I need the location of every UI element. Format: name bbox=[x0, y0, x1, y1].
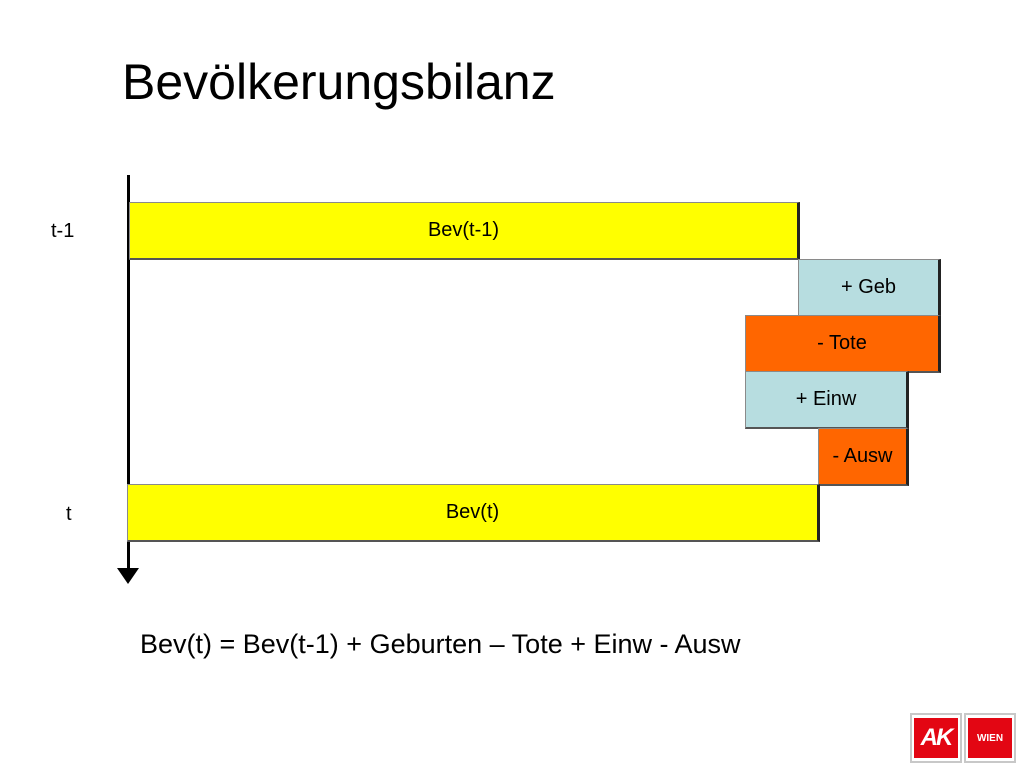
time-axis-line bbox=[127, 175, 130, 570]
time-axis-arrow-icon bbox=[117, 568, 139, 584]
population-current-label: Bev(t) bbox=[445, 501, 500, 523]
emigration-box: - Ausw bbox=[818, 428, 909, 486]
population-balance-formula: Bev(t) = Bev(t-1) + Geburten – Tote + Ei… bbox=[140, 629, 741, 659]
population-previous-bar: Bev(t-1) bbox=[129, 202, 800, 260]
population-current-bar: Bev(t) bbox=[127, 484, 820, 542]
immigration-box: + Einw bbox=[745, 371, 909, 429]
time-label-current: t bbox=[66, 503, 72, 525]
immigration-label: + Einw bbox=[795, 388, 857, 410]
ak-logo: AK bbox=[910, 713, 962, 763]
births-label: + Geb bbox=[840, 276, 897, 298]
population-previous-label: Bev(t-1) bbox=[427, 219, 500, 241]
births-box: + Geb bbox=[798, 259, 941, 317]
ak-logo-text: AK bbox=[914, 718, 958, 758]
slide-title: Bevölkerungsbilanz bbox=[122, 54, 556, 110]
deaths-label: - Tote bbox=[817, 332, 867, 354]
wien-logo-text: WIEN bbox=[968, 718, 1012, 758]
time-label-previous: t-1 bbox=[51, 220, 75, 242]
wien-logo: WIEN bbox=[964, 713, 1016, 763]
deaths-box: - Tote bbox=[745, 315, 941, 373]
emigration-label: - Ausw bbox=[832, 445, 893, 467]
